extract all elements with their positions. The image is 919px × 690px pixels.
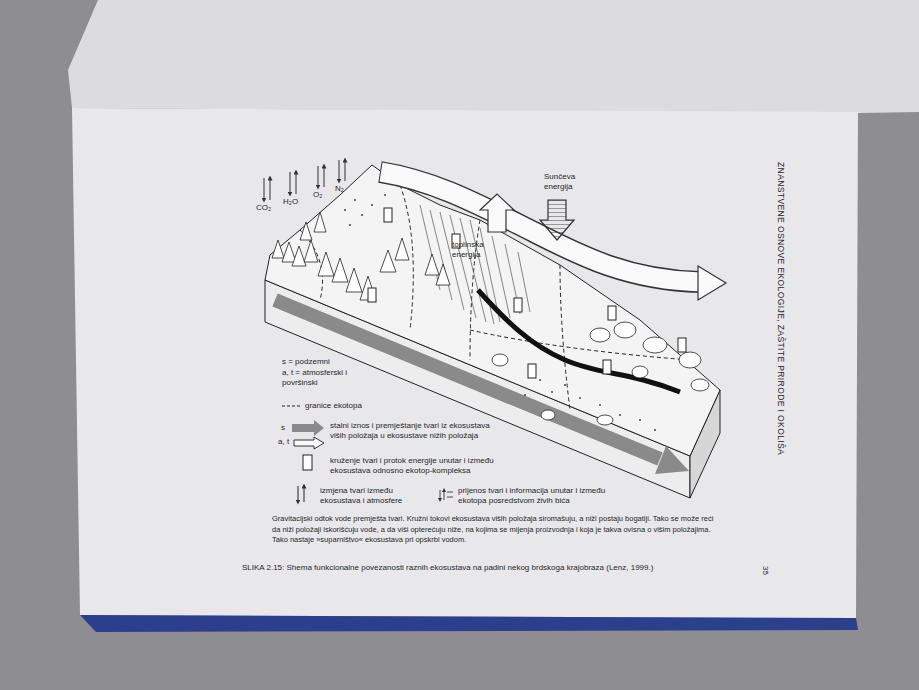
heat-arrow (480, 194, 514, 232)
gas-label: N₂ (335, 184, 344, 194)
legend-key: a, t = atmosferski i površinski (282, 368, 362, 388)
figure-note: Gravitacijski odtok vode premješta tvari… (272, 514, 720, 546)
figure-caption: SLIKA 2.15: Shema funkcionalne povezanos… (242, 563, 653, 573)
legend-text: stalni iznos i premještanje tvari iz eko… (330, 421, 498, 441)
legend-key: a, t (278, 437, 289, 447)
energy-label: toplinska energija (452, 240, 496, 260)
legend-text: prijenos tvari i informacija unutar i iz… (458, 486, 628, 506)
page (72, 108, 858, 618)
legend-key: s = podzemni (282, 357, 330, 367)
landscape-block (265, 165, 720, 498)
legend-text: kruženje tvari i protok energije unutar … (330, 456, 512, 476)
gas-exchange-arrows (264, 160, 345, 200)
legend-key: s (281, 423, 285, 433)
legend-text: izmjena tvari između ekosustava i atmosf… (320, 486, 424, 506)
legend-text: granice ekotopa (305, 401, 425, 411)
deciduous-trees (492, 322, 709, 425)
conifer-trees (272, 212, 450, 300)
gas-label: O₂ (313, 190, 322, 200)
facing-page (68, 0, 919, 113)
book-edge (80, 615, 858, 632)
page-number: 35 (760, 566, 770, 575)
energy-label: Sunčeva energija (544, 172, 588, 192)
sun-arrow (540, 200, 574, 240)
gas-label: CO₂ (256, 203, 271, 213)
running-header: ZNANSTVENE OSNOVE EKOLOGIJE, ZAŠTITE PRI… (776, 162, 786, 455)
gas-label: H₂O (283, 197, 298, 207)
surface-flow-arrow (380, 172, 726, 300)
